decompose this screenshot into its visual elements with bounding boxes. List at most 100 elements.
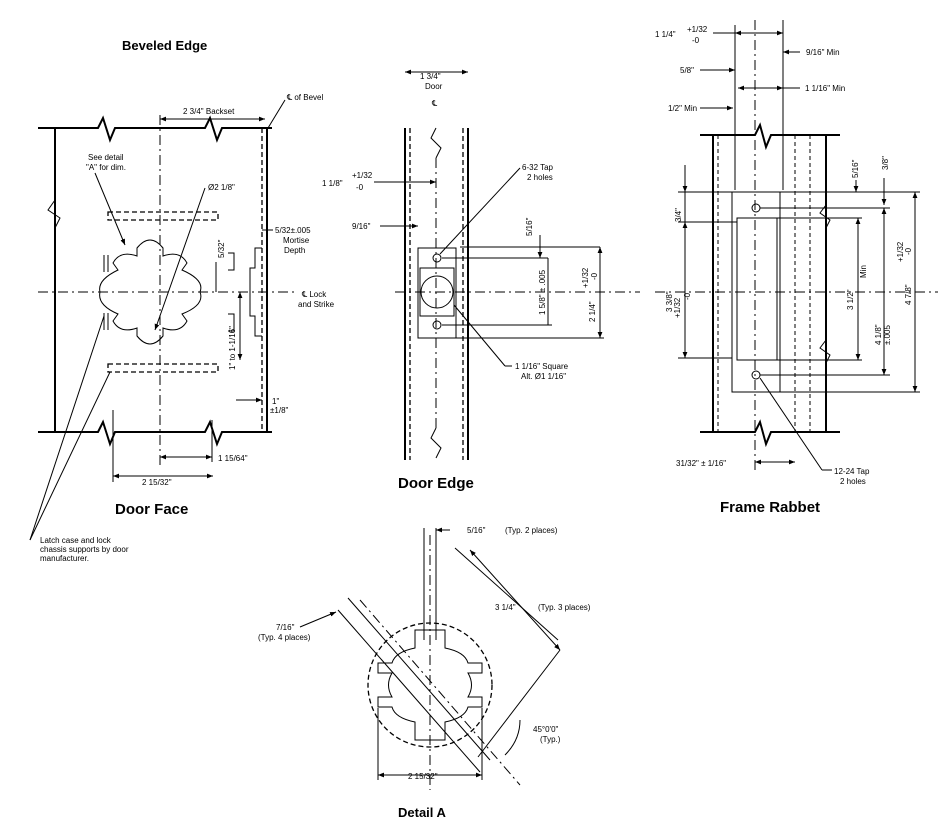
mortise-label-3: Depth: [284, 246, 305, 255]
door-thk-label: 1 3/4": [420, 72, 441, 81]
fr-tap-label-2: 2 holes: [840, 477, 866, 486]
d158-label: 1 5/8" ± .005: [538, 269, 547, 315]
door-edge-title: Door Edge: [398, 475, 474, 492]
door-face-view: Beveled Edge 2 3/4" Backset ℄ of Bevel S…: [29, 38, 335, 563]
fr-d516-label: 5/16": [851, 159, 860, 178]
slot-mark: [228, 252, 235, 271]
detail-cutout-shape: [377, 629, 483, 741]
tap-hole-top: [432, 253, 442, 263]
door-label: Door: [425, 82, 443, 91]
frame-break-mark-2: [819, 339, 831, 364]
tap-label-1: 6-32 Tap: [522, 163, 554, 172]
fr-tap-label-1: 12-24 Tap: [834, 467, 870, 476]
fr-d12-label: 1/2" Min: [668, 104, 697, 113]
latch-leader-1: [29, 315, 105, 541]
fr-tol-p: +1/32: [687, 25, 708, 34]
slot-mark: [103, 255, 109, 272]
strike-hole-top: [751, 203, 761, 213]
d-typ-label: (Typ.): [540, 735, 561, 744]
see-detail-label: See detail: [88, 153, 124, 162]
cl-lock-label: ℄ Lock: [301, 290, 327, 299]
frame-top-break: [700, 122, 840, 151]
square-label-2: Alt. Ø1 1/16": [521, 372, 566, 381]
fr-d418-tol: ±.005: [883, 324, 892, 345]
dim-5-32-label: 5/32": [217, 239, 226, 258]
latch-label-2: chassis supports by door: [40, 545, 129, 554]
d516-label: 5/16": [525, 217, 534, 236]
one-label: 1": [272, 397, 279, 406]
d-d314-label: 3 1/4": [495, 603, 516, 612]
fr-d338-tol-m: -0: [683, 292, 692, 300]
door-edge-view: 1 3/4" Door ℄ 1 1/8" +1/32 -0 9/16" 6-32…: [322, 69, 640, 492]
one-to-label: 1" to 1-1/16": [228, 326, 237, 370]
d-d21532-label: 2 15/32": [408, 772, 438, 781]
bottom-break-line: [38, 419, 272, 447]
latch-support-top: [107, 211, 219, 221]
fr-d338-label: 3 3/8": [665, 291, 674, 312]
cl-bevel-leader: [267, 99, 286, 129]
frame-bottom-break: [700, 419, 840, 448]
d-angle-label: 45°0'0": [533, 725, 559, 734]
detail-diag-cl: [359, 599, 521, 786]
slot-mark: [228, 313, 235, 332]
fr-d58-label: 5/8": [680, 66, 694, 75]
backset-label: 2 3/4" Backset: [183, 107, 235, 116]
ext-line: [477, 649, 561, 758]
d-typ4-label: (Typ. 4 places): [258, 633, 311, 642]
d214-tol-p: +1/32: [581, 267, 590, 288]
square-label-1: 1 1/16" Square: [515, 362, 569, 371]
fr-d1116-label: 1 1/16" Min: [805, 84, 845, 93]
beveled-edge-title: Beveled Edge: [122, 38, 207, 53]
dia-leader: [154, 187, 206, 331]
strike-opening: [736, 217, 778, 361]
door-face-title: Door Face: [115, 501, 188, 518]
square-hole: [419, 267, 455, 317]
d214-tol-m: -0: [590, 272, 599, 280]
frame-rabbet-title: Frame Rabbet: [720, 499, 820, 516]
mortise-pocket: [249, 247, 262, 337]
tap-label-2: 2 holes: [527, 173, 553, 182]
cl-lock-label-2: and Strike: [298, 300, 335, 309]
lock-cutout-shape: [99, 239, 202, 345]
d-d516-label: 5/16": [467, 526, 486, 535]
d214-label: 2 1/4": [588, 301, 597, 322]
round-hole: [420, 275, 454, 309]
tap-leader: [439, 167, 521, 255]
ext-line: [454, 547, 559, 641]
see-detail-label-2: "A" for dim.: [86, 163, 126, 172]
dim-2-15-32-label: 2 15/32": [142, 478, 172, 487]
faceplate: [417, 247, 457, 339]
frame-break-mark: [819, 204, 831, 229]
fr-d38-label: 3/8": [881, 156, 890, 170]
slot-mark: [103, 313, 109, 330]
fr-d114-label: 1 1/4": [655, 30, 676, 39]
fr-d478-tol-m: -0: [904, 247, 913, 255]
fr-d478-label: 4 7/8": [904, 284, 913, 305]
fr-d338-tol-p: +1/32: [673, 297, 682, 318]
fr-d916-label: 9/16" Min: [806, 48, 840, 57]
detail-a-view: 5/16" (Typ. 2 places) 3 1/4" (Typ. 3 pla…: [258, 526, 591, 820]
fr-tol-m: -0: [692, 36, 700, 45]
d-d314-dim: [469, 549, 561, 651]
dim-1-15-64-label: 1 15/64": [218, 454, 248, 463]
d118-tol-m: -0: [356, 183, 364, 192]
detail-diag-line-1: [347, 597, 491, 761]
fr-tap-leader: [759, 377, 823, 471]
d-d716-label: 7/16": [276, 623, 295, 632]
fr-d418-label: 4 1/8": [874, 324, 883, 345]
latch-label-1: Latch case and lock: [40, 536, 112, 545]
one-tol: ±1/8": [270, 406, 289, 415]
latch-leader-2: [29, 371, 111, 541]
d118-tol-p: +1/32: [352, 171, 373, 180]
mortise-label-1: 5/32±.005: [275, 226, 311, 235]
mortise-label-2: Mortise: [283, 236, 310, 245]
angle-arc: [504, 719, 521, 756]
edge-break-top: [430, 127, 442, 159]
d916-label: 9/16": [352, 222, 371, 231]
edge-cl-label: ℄: [431, 99, 438, 108]
d118-label: 1 1/8": [322, 179, 343, 188]
latch-label-3: manufacturer.: [40, 554, 89, 563]
see-detail-leader: [94, 172, 126, 246]
latch-support-bottom: [107, 363, 219, 373]
